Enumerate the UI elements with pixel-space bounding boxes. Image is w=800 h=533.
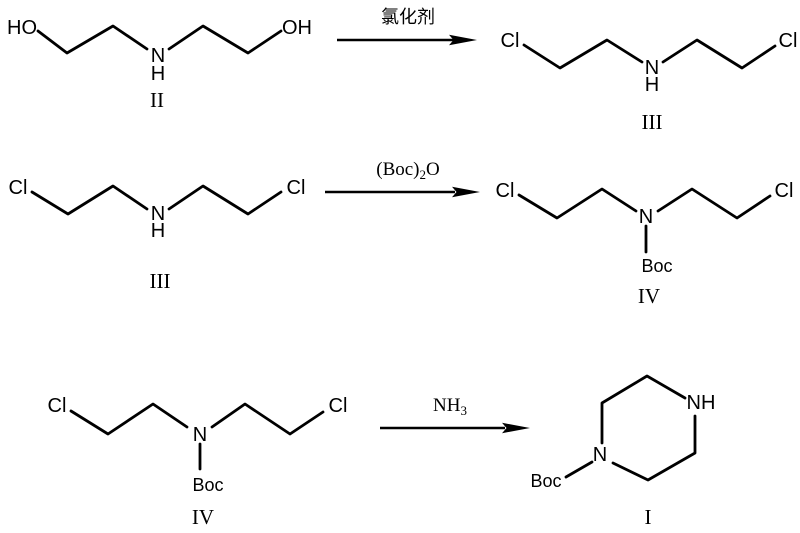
compound-label-iii: III — [150, 269, 171, 293]
atom-label-n: N — [645, 57, 659, 79]
arrow-head — [452, 186, 480, 198]
atom-label-ho: HO — [7, 17, 37, 39]
atom-label-n: N — [593, 444, 607, 466]
arrow-head — [502, 422, 530, 434]
atom-label-cl: Cl — [9, 177, 28, 199]
group-label-boc: Boc — [192, 475, 223, 495]
atom-label-cl: Cl — [779, 30, 798, 52]
reagent-label-chlorinating-agent: 氯化剂 — [381, 7, 435, 27]
reagent-subscript: 2 — [420, 167, 427, 182]
bond-path — [69, 402, 189, 436]
reagent-label-nh3: NH3 — [433, 395, 467, 418]
atom-label-cl: Cl — [287, 177, 306, 199]
reagent-subscript: 3 — [460, 403, 467, 418]
atom-label-n: N — [151, 45, 165, 67]
molecule-bis-chloroethylamine-row1: Cl N H Cl III — [501, 30, 798, 134]
atom-label-n: N — [193, 424, 207, 446]
bond-path — [517, 187, 638, 220]
bond-path — [210, 402, 325, 436]
reaction-arrow-step2: (Boc)2O — [325, 159, 480, 198]
atom-label-cl: Cl — [501, 30, 520, 52]
atom-label-nh: NH — [687, 392, 716, 414]
molecule-bis-chloroethylamine-row2: Cl N H Cl III — [9, 177, 306, 293]
bond-n-boc — [564, 460, 594, 479]
bond-path — [522, 38, 644, 70]
atom-label-cl: Cl — [496, 180, 515, 202]
atom-label-n: N — [639, 206, 653, 228]
molecule-boc-piperazine: NH N Boc I — [530, 374, 716, 529]
arrow-head — [449, 34, 477, 46]
atom-label-cl: Cl — [775, 180, 794, 202]
bond-path — [30, 184, 149, 216]
atom-label-cl: Cl — [329, 395, 348, 417]
bond-path — [656, 187, 772, 220]
atom-label-h: H — [151, 220, 165, 242]
reaction-arrow-step1: 氯化剂 — [337, 7, 477, 46]
molecule-boc-bis-chloroethylamine-row2: Cl N Boc Cl IV — [496, 180, 794, 308]
bond-ring — [600, 374, 687, 445]
reaction-arrow-step3: NH3 — [380, 395, 530, 434]
bond-path — [661, 38, 777, 70]
bond-path — [167, 24, 283, 55]
compound-label-ii: II — [150, 88, 164, 112]
compound-label-i: I — [645, 505, 652, 529]
compound-label-iv: IV — [638, 284, 660, 308]
reagent-text: (Boc) — [376, 159, 419, 180]
atom-label-n: N — [151, 203, 165, 225]
compound-label-iv: IV — [192, 505, 214, 529]
group-label-boc: Boc — [530, 471, 561, 491]
molecule-boc-bis-chloroethylamine-row3: Cl N Boc Cl IV — [48, 395, 348, 529]
bond-path — [36, 24, 149, 55]
compound-label-iii: III — [642, 110, 663, 134]
bond-ring — [611, 414, 697, 482]
atom-label-cl: Cl — [48, 395, 67, 417]
reagent-label-boc2o: (Boc)2O — [376, 159, 440, 182]
atom-label-h: H — [645, 74, 659, 96]
reagent-text: NH — [433, 395, 461, 416]
reagent-text: O — [426, 159, 440, 180]
molecule-diethanolamine: HO N H OH II — [7, 17, 312, 112]
atom-label-oh: OH — [282, 17, 312, 39]
group-label-boc: Boc — [641, 256, 672, 276]
atom-label-h: H — [151, 63, 165, 85]
bond-path — [167, 184, 283, 216]
